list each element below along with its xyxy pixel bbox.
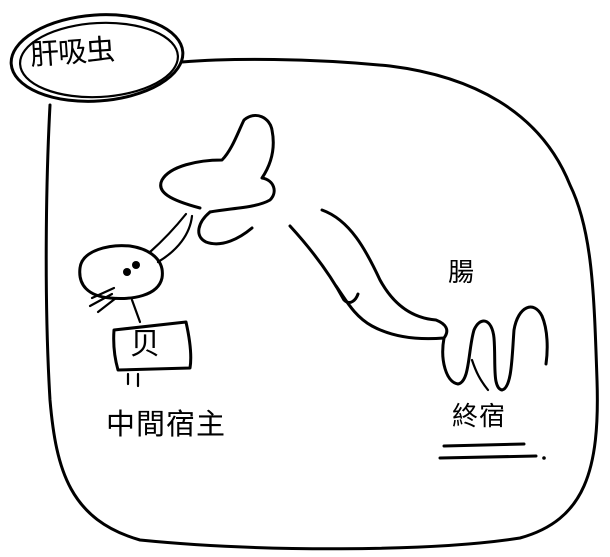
fish-fin — [197, 210, 254, 246]
snail-eye-2 — [132, 261, 140, 269]
snail-antenna-1 — [148, 212, 188, 254]
snail-shell-box — [112, 320, 193, 372]
flow-line-1 — [288, 224, 360, 304]
title-oval-inner — [18, 21, 180, 99]
snail-shell-label: 贝 — [130, 327, 160, 362]
intestine-squiggle-2 — [470, 358, 490, 392]
final-host-label: 終宿 — [452, 402, 507, 432]
snail-foot-marks — [126, 372, 140, 388]
title-oval — [9, 13, 185, 103]
final-host-dot — [542, 456, 546, 460]
fish-body — [159, 114, 276, 214]
snail-head — [78, 244, 164, 300]
snail-eye-1 — [123, 268, 131, 276]
snail-neck — [130, 298, 142, 324]
intermediate-host-label: 中間宿主 — [106, 407, 227, 441]
snail-antenna-2 — [156, 214, 194, 264]
snail-whiskers — [88, 286, 118, 314]
intestine-squiggle — [441, 305, 549, 392]
outer-boundary — [44, 57, 599, 551]
title-text: 肝吸虫 — [28, 32, 116, 72]
flow-line-2 — [320, 208, 449, 341]
intestine-label: 腸 — [448, 258, 475, 288]
final-host-underline-2 — [438, 454, 538, 460]
final-host-underline-1 — [442, 442, 526, 448]
